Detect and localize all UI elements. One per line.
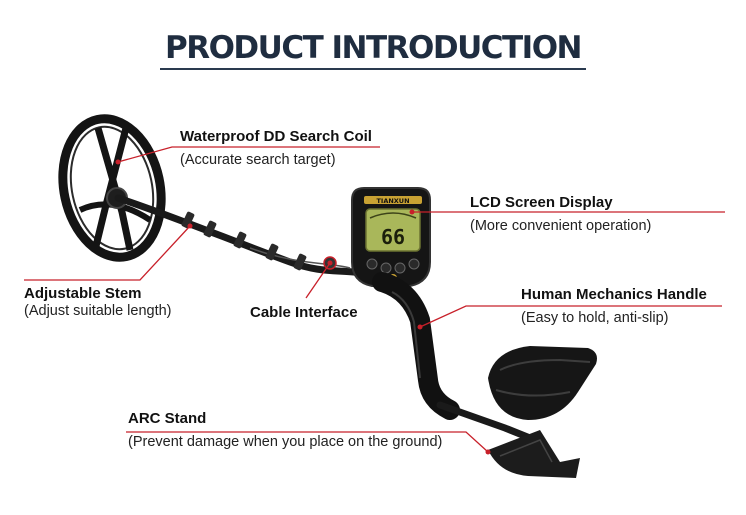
handle-label: Human Mechanics Handle [521,286,707,303]
arc-stand-label: ARC Stand [128,410,207,427]
handle-image [372,272,460,420]
lcd-reading: 66 [381,225,405,249]
page-title: PRODUCT INTRODUCTION [164,30,583,66]
leader-arc [126,431,489,453]
stem-label: Adjustable Stem [24,285,142,302]
leader-stem [24,225,191,281]
stem-sublabel: (Adjust suitable length) [24,303,172,319]
arc-stand-sublabel: (Prevent damage when you place on the gr… [128,434,443,450]
lcd-sublabel: (More convenient operation) [470,218,652,234]
arm-cuff-image [488,346,597,420]
device-brand: TIANXUN [376,197,409,205]
cable-interface-label: Cable Interface [250,304,358,321]
handle-sublabel: (Easy to hold, anti-slip) [521,310,669,326]
arc-stand-image [488,430,580,478]
callout-leaders [24,146,725,453]
title-underline [160,68,586,70]
stem-image [114,194,374,279]
leader-handle [419,305,722,328]
lcd-label: LCD Screen Display [470,194,613,211]
search-coil-sublabel: (Accurate search target) [180,152,336,168]
leader-cable [305,262,331,299]
search-coil-label: Waterproof DD Search Coil [180,128,372,145]
leader-search-coil [117,146,380,163]
control-box-image: TIANXUN 66 [351,187,431,287]
search-coil-image [58,114,166,262]
lcd-screen [365,208,421,252]
